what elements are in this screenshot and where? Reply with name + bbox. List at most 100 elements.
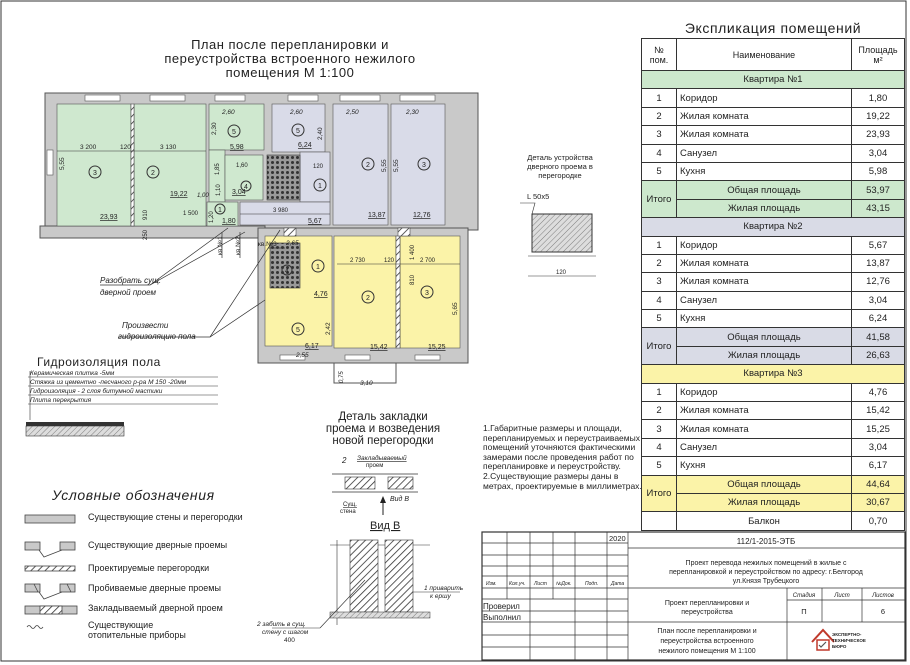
legend-label: Проектируемые перегородки [88,563,210,573]
filled-opening-label: проем [366,463,383,469]
logo-text: ТЕХНИЧЕСКОЕ [832,638,866,643]
room-number: 5 [296,327,300,334]
project-code: 112/1-2015-ЭТБ [737,537,795,546]
logo-text: ЭКСПЕРТНО- [832,632,862,637]
dimension: 5,55 [393,159,400,172]
dimension: 1,20 [209,211,215,223]
explication-title: Экспликация помещений [684,20,862,36]
room-number: 4 [285,268,289,275]
drive-note: стену с шагом [262,629,309,636]
col-header: Дата [610,581,624,587]
stage-label: Стадия [793,593,816,599]
apartment-header-row: Квартира №1 [641,69,905,90]
room-num: 4 [641,290,677,311]
drawing-title: План после перепланировки и [657,628,756,635]
room-name: Жилая комната [676,106,852,127]
performed-by-label: Выполнил [483,613,521,622]
dimension: 120 [384,258,395,264]
floor-plan: 3 2 5 4 1 23,93 19,22 5,98 3,04 1,80 3 2… [39,92,479,387]
room-num: 2 [641,253,677,274]
dimension: 2 700 [420,258,436,264]
dimension: 1 500 [183,211,199,217]
room-area: 3,04 [851,143,905,163]
work-title: Проект перепланировки и [665,600,749,607]
layer-label: Гидроизоляция - 2 слоя битумной мастики [30,387,163,395]
year: 2020 [609,534,626,543]
living-area-label: Жилая площадь [676,492,852,513]
note-2: 2.Существующие размеры даны в метрах, пр… [483,470,642,491]
dimension: 1,60 [236,163,248,169]
apartment-header-row: Квартира №3 [641,364,905,384]
room-area: 15,42 [851,401,905,421]
total-label: Итого [641,180,677,219]
apartment-header-row: Квартира №2 [641,217,905,237]
col-header: Изм. [486,581,497,587]
dimension: 1 400 [410,244,416,260]
detail-title: новой перегородки [332,435,433,447]
room-name: Жилая комната [676,419,852,439]
legend-label: Существующие отопительные приборы [88,620,186,640]
room-name: Кухня [676,161,852,182]
room-number: 1 [316,264,320,271]
room-area: 6,24 [851,309,905,329]
title-line: План после перепланировки и [191,37,389,52]
col-header: Подп. [585,581,598,587]
view-title: Вид В [370,520,400,532]
drawing-title: нежилого помещения М 1:100 [658,648,755,655]
dimension: 2 730 [350,258,366,264]
drawing-title: переустройства встроенного [660,637,753,645]
room-area: 19,22 [170,191,188,198]
view-arrow-label: Вид В [390,495,409,503]
project-title: перепланировкой и переустройством по адр… [669,568,863,576]
header-name: Наименование [676,38,852,71]
balcony-name: Балкон [676,511,852,531]
apartment-label: Квартира №3 [641,364,905,384]
windows [46,94,441,361]
living-area-label: Жилая площадь [676,198,852,219]
detail-title: дверного проема в [527,162,593,171]
legend-heater-symbol [26,625,44,629]
legend-existing-wall-symbol [24,514,76,524]
detail-title: Деталь закладки [338,411,427,423]
room-area: 23,93 [100,214,118,221]
callout-demolish: дверной проем [100,288,157,297]
room-number: 3 [425,290,429,297]
total-area: 53,97 [851,180,905,200]
legend-label: Пробиваемые дверные проемы [88,583,221,593]
room-number: 2 [366,162,370,169]
room-area: 1,80 [222,218,236,225]
room-name: Жилая комната [676,272,852,292]
title-line: помещения М 1:100 [225,65,355,80]
dimension: 5,55 [381,159,388,172]
col-header: Лист [533,581,547,587]
layer-label: Керамическая плитка -5мм [30,370,115,377]
col-header: №Док. [556,581,571,587]
total-area: 44,64 [851,474,905,494]
dimension: 5,55 [59,157,66,170]
apartment-3-labels: 1 4 5 2 3 4,76 6,17 15,42 15,25 2,65 2 7… [281,240,459,387]
room-num: 2 [641,106,677,127]
legend-label: Существующие дверные проемы [88,540,228,550]
room-num: 5 [641,309,677,329]
dimension: 5,65 [452,302,459,315]
room-area: 5,98 [230,144,244,151]
project-title: ул.Князя Трубецкого [733,577,800,585]
room-name: Кухня [676,456,852,476]
room-num: 1 [641,235,677,255]
legend-label: Закладываемый дверной проем [88,603,223,613]
existing-wall-label: Сущ. [343,502,357,508]
room-name: Санузел [676,437,852,458]
living-area-label: Жилая площадь [676,345,852,366]
apartment-1-labels: 3 2 5 4 1 23,93 19,22 5,98 3,04 1,80 3 2… [59,109,252,240]
